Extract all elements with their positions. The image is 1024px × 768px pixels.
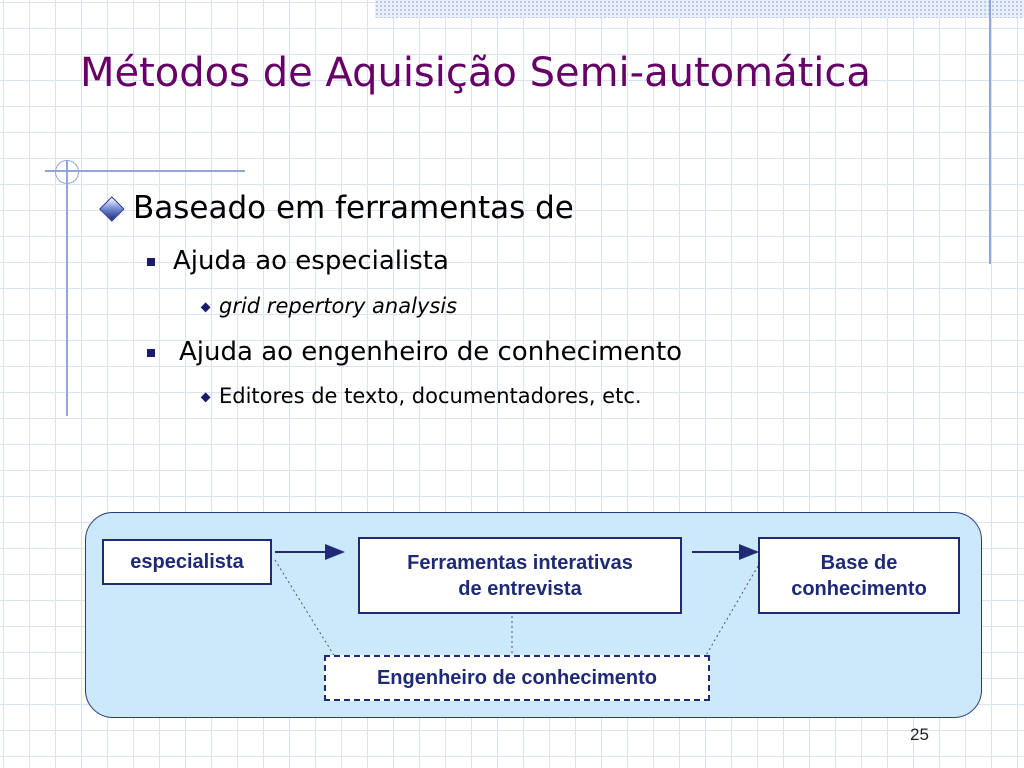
- left-horizontal-rule: [45, 170, 245, 172]
- dotted-line-base-engenheiro: [704, 565, 759, 658]
- bullet-item2-text: Ajuda ao engenheiro de conhecimento: [179, 337, 683, 367]
- engenheiro-label: Engenheiro de conhecimento: [376, 667, 658, 689]
- ferramentas-label-line1: Ferramentas interativas: [407, 551, 633, 574]
- ferramentas-label-line2: de entrevista: [458, 577, 582, 600]
- square-bullet-icon: [147, 258, 155, 266]
- base-label-line1: Base de: [820, 551, 898, 574]
- right-vertical-rule: [989, 0, 991, 264]
- bullet-item1-sub-text: grid repertory analysis: [219, 294, 458, 318]
- dotted-line-especialista-engenheiro: [274, 559, 336, 658]
- top-decorative-band: [375, 0, 1024, 18]
- bullet-level1: Baseado em ferramentas de: [95, 190, 574, 226]
- bullet-item2-sub: Editores de texto, documentadores, etc.: [200, 384, 642, 408]
- page-title: Métodos de Aquisição Semi-automática: [80, 50, 871, 96]
- base-conhecimento-box: Base de conhecimento: [758, 537, 960, 614]
- bullet-item1-text: Ajuda ao especialista: [173, 246, 449, 276]
- especialista-box: especialista: [102, 539, 272, 585]
- bullet-item2: Ajuda ao engenheiro de conhecimento: [147, 337, 682, 367]
- square-bullet-icon: [147, 349, 155, 357]
- base-label-line2: conhecimento: [791, 577, 927, 600]
- crosshair-circle-icon: [55, 160, 79, 184]
- bullet-item1: Ajuda ao especialista: [147, 246, 449, 276]
- left-vertical-rule: [66, 160, 68, 416]
- bullet-item2-sub-text: Editores de texto, documentadores, etc.: [219, 384, 642, 408]
- bullet-level1-text: Baseado em ferramentas de: [133, 190, 574, 226]
- slide-number: 25: [910, 725, 929, 744]
- engenheiro-box: Engenheiro de conhecimento: [324, 655, 710, 701]
- ferramentas-box: Ferramentas interativas de entrevista: [358, 537, 682, 614]
- bullet-item1-sub: grid repertory analysis: [200, 294, 457, 318]
- especialista-label: especialista: [130, 551, 244, 573]
